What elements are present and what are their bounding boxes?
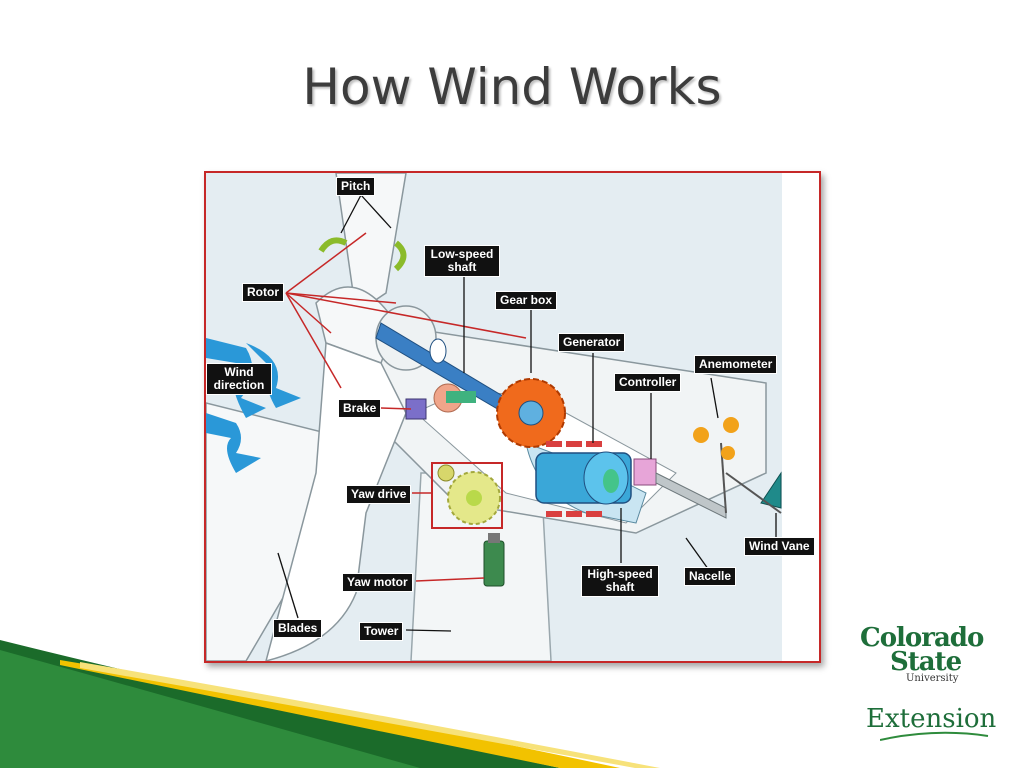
label-generator: Generator <box>558 333 626 352</box>
csu-logo-line3: University <box>906 673 959 684</box>
label-low-speed-shaft: Low-speed shaft <box>424 245 500 277</box>
label-tower: Tower <box>359 622 404 641</box>
csu-logo-line2: State <box>890 647 962 677</box>
label-controller: Controller <box>614 373 682 392</box>
label-rotor: Rotor <box>242 283 284 302</box>
extension-logo-swash <box>880 731 989 741</box>
label-nacelle: Nacelle <box>684 567 737 586</box>
label-brake: Brake <box>338 399 382 418</box>
label-yaw-motor: Yaw motor <box>342 573 413 592</box>
extension-logo: Extension <box>866 704 997 734</box>
wind-turbine-diagram: Pitch Rotor Low-speed shaft Gear box Gen… <box>204 171 821 663</box>
label-wind-vane: Wind Vane <box>744 537 815 556</box>
label-yaw-drive: Yaw drive <box>346 485 412 504</box>
label-anemometer: Anemometer <box>694 355 778 374</box>
label-gear-box: Gear box <box>495 291 558 310</box>
label-pitch: Pitch <box>336 177 376 196</box>
label-high-speed-shaft: High-speed shaft <box>581 565 659 597</box>
csu-logo-line1: Colorado <box>860 623 984 653</box>
slide-title: How Wind Works <box>302 58 722 116</box>
label-blades: Blades <box>273 619 323 638</box>
label-wind-direction: Wind direction <box>206 363 272 395</box>
